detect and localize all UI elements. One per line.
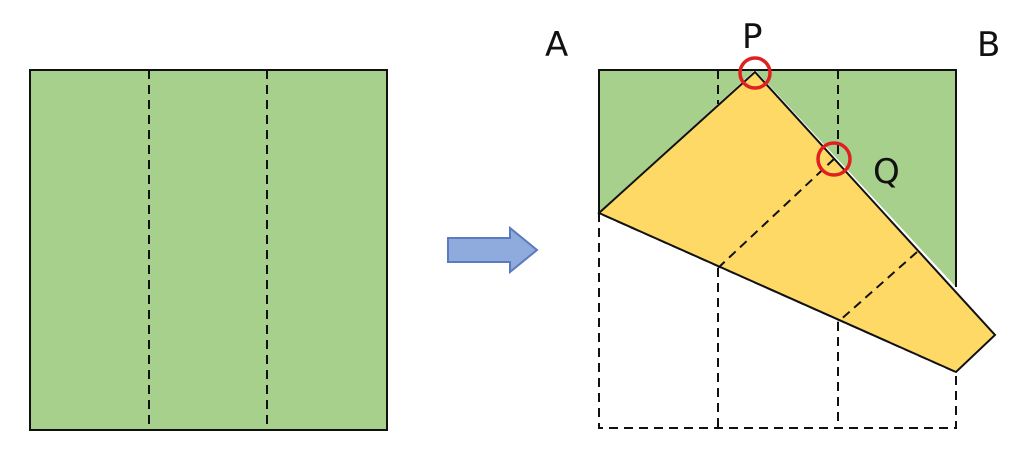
label-a: A (545, 25, 568, 65)
dashed-fold-in-strip-2 (837, 251, 918, 323)
square-top-outline (598, 69, 957, 287)
point-p-marker (738, 56, 772, 90)
green-right-region (755, 70, 956, 287)
right-block-arrow-icon (447, 225, 539, 275)
dashed-fold-in-strip-1 (717, 158, 835, 269)
label-p: P (742, 17, 763, 57)
point-q-marker (816, 141, 852, 177)
unfolded-paper (29, 69, 388, 431)
label-q: Q (873, 152, 900, 192)
green-square (29, 69, 388, 431)
folded-paper (597, 56, 997, 429)
label-b: B (977, 25, 1000, 65)
yellow-folded-strip (597, 70, 997, 374)
